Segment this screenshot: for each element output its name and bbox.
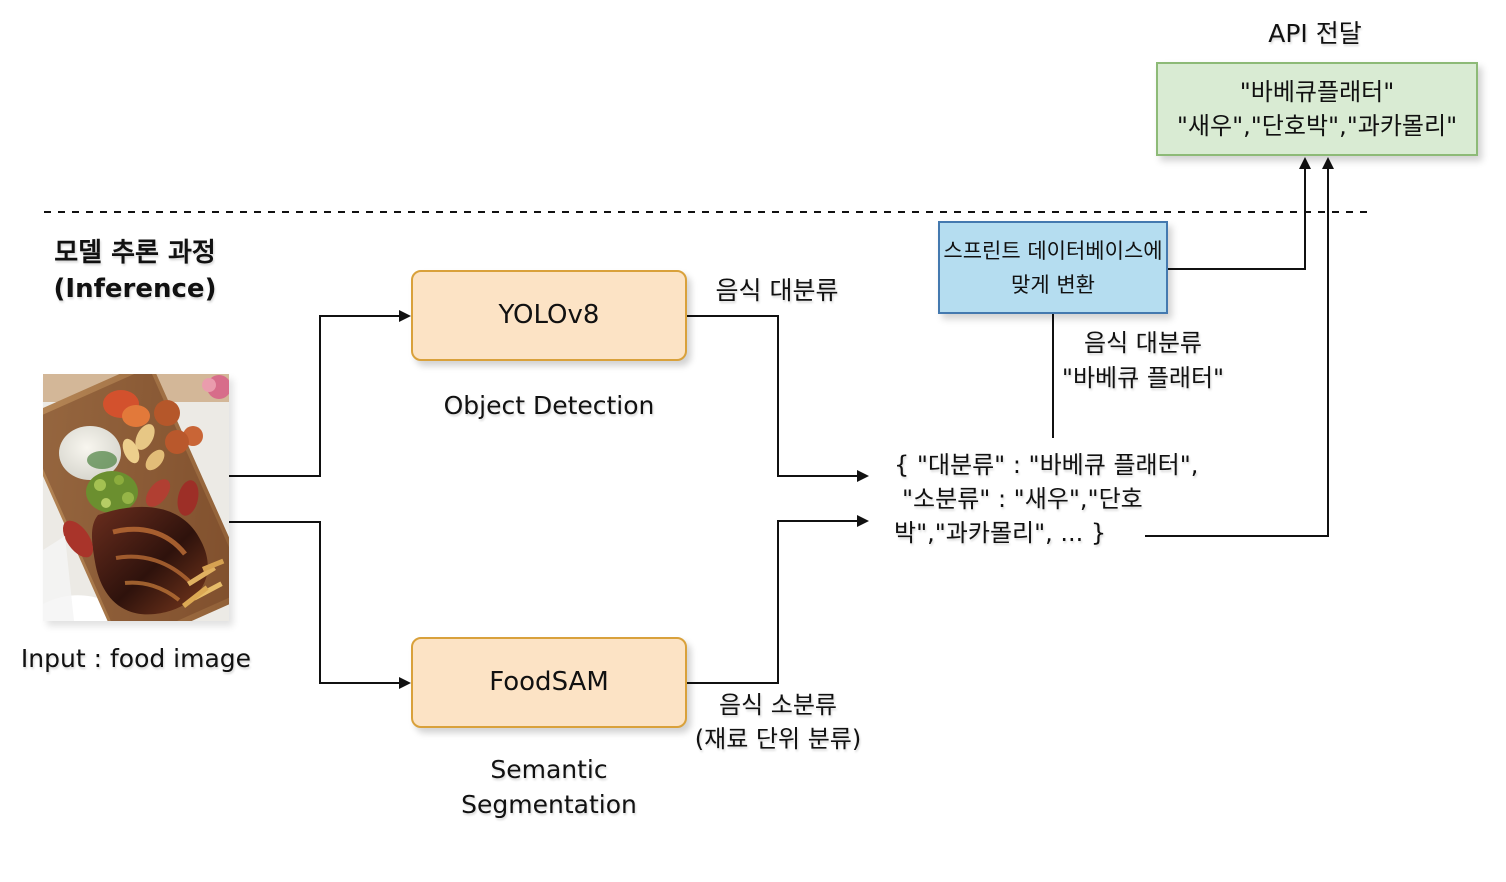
foodsam-model-box: FoodSAM <box>411 637 687 728</box>
semantic-caption-line-1: Semantic <box>490 755 608 784</box>
database-conversion-box: 스프린트 데이터베이스에 맞게 변환 <box>938 221 1168 314</box>
result-to-conversion-line-1: 음식 대분류 <box>1083 329 1203 357</box>
yolov8-model-box: YOLOv8 <box>411 270 687 361</box>
semantic-segmentation-caption: Semantic Segmentation <box>411 752 687 824</box>
database-conversion-text: 스프린트 데이터베이스에 맞게 변환 <box>943 234 1162 302</box>
foodsam-output-line-1: 음식 소분류 <box>718 691 838 719</box>
section-title: 모델 추론 과정 (Inference) <box>42 235 228 309</box>
api-payload-lines: "바베큐플래터" "새우","단호박","과카몰리" <box>1177 75 1457 143</box>
api-payload-subcategories: "새우","단호박","과카몰리" <box>1176 112 1458 140</box>
yolo-output-label: 음식 대분류 <box>715 276 839 305</box>
yolov8-model-label: YOLOv8 <box>498 299 600 330</box>
food-image <box>43 374 229 621</box>
yolo-to-result-arrow <box>687 315 869 482</box>
object-detection-caption: Object Detection <box>443 391 655 420</box>
section-title-english: (Inference) <box>53 274 217 304</box>
result-to-conversion-label: 음식 대분류 "바베큐 플래터" <box>1042 326 1244 398</box>
foodsam-model-label: FoodSAM <box>489 666 609 697</box>
result-to-conversion-line-2: "바베큐 플래터" <box>1061 364 1225 392</box>
database-conversion-line-1: 스프린트 데이터베이스에 <box>943 238 1163 263</box>
classification-result-line-3: 박","과카몰리", ... } <box>894 519 1107 547</box>
api-payload-main-category: "바베큐플래터" <box>1239 78 1395 106</box>
foodsam-output-label: 음식 소분류 (재료 단위 분류) <box>680 688 876 758</box>
input-to-foodsam-arrow <box>229 521 411 689</box>
input-food-image-caption: Input : food image <box>20 644 252 673</box>
classification-result-line-2: "소분류" : "새우","단호 <box>902 485 1143 513</box>
section-title-korean: 모델 추론 과정 <box>54 238 216 268</box>
foodsam-output-line-2: (재료 단위 분류) <box>694 725 862 753</box>
semantic-caption-line-2: Segmentation <box>461 790 637 819</box>
input-to-yolo-arrow <box>229 310 411 477</box>
foodsam-to-result-arrow <box>687 515 869 684</box>
food-image-illustration <box>43 374 229 621</box>
api-payload-box: "바베큐플래터" "새우","단호박","과카몰리" <box>1156 62 1478 156</box>
database-conversion-line-2: 맞게 변환 <box>1011 272 1095 297</box>
api-transfer-label: API 전달 <box>1268 19 1362 48</box>
convert-to-api-arrow <box>1168 157 1311 270</box>
result-to-api-arrow <box>1145 157 1334 537</box>
classification-result-json: { "대분류" : "바베큐 플래터", "소분류" : "새우","단호 박"… <box>894 448 1212 552</box>
classification-result-line-1: { "대분류" : "바베큐 플래터", <box>894 451 1199 479</box>
